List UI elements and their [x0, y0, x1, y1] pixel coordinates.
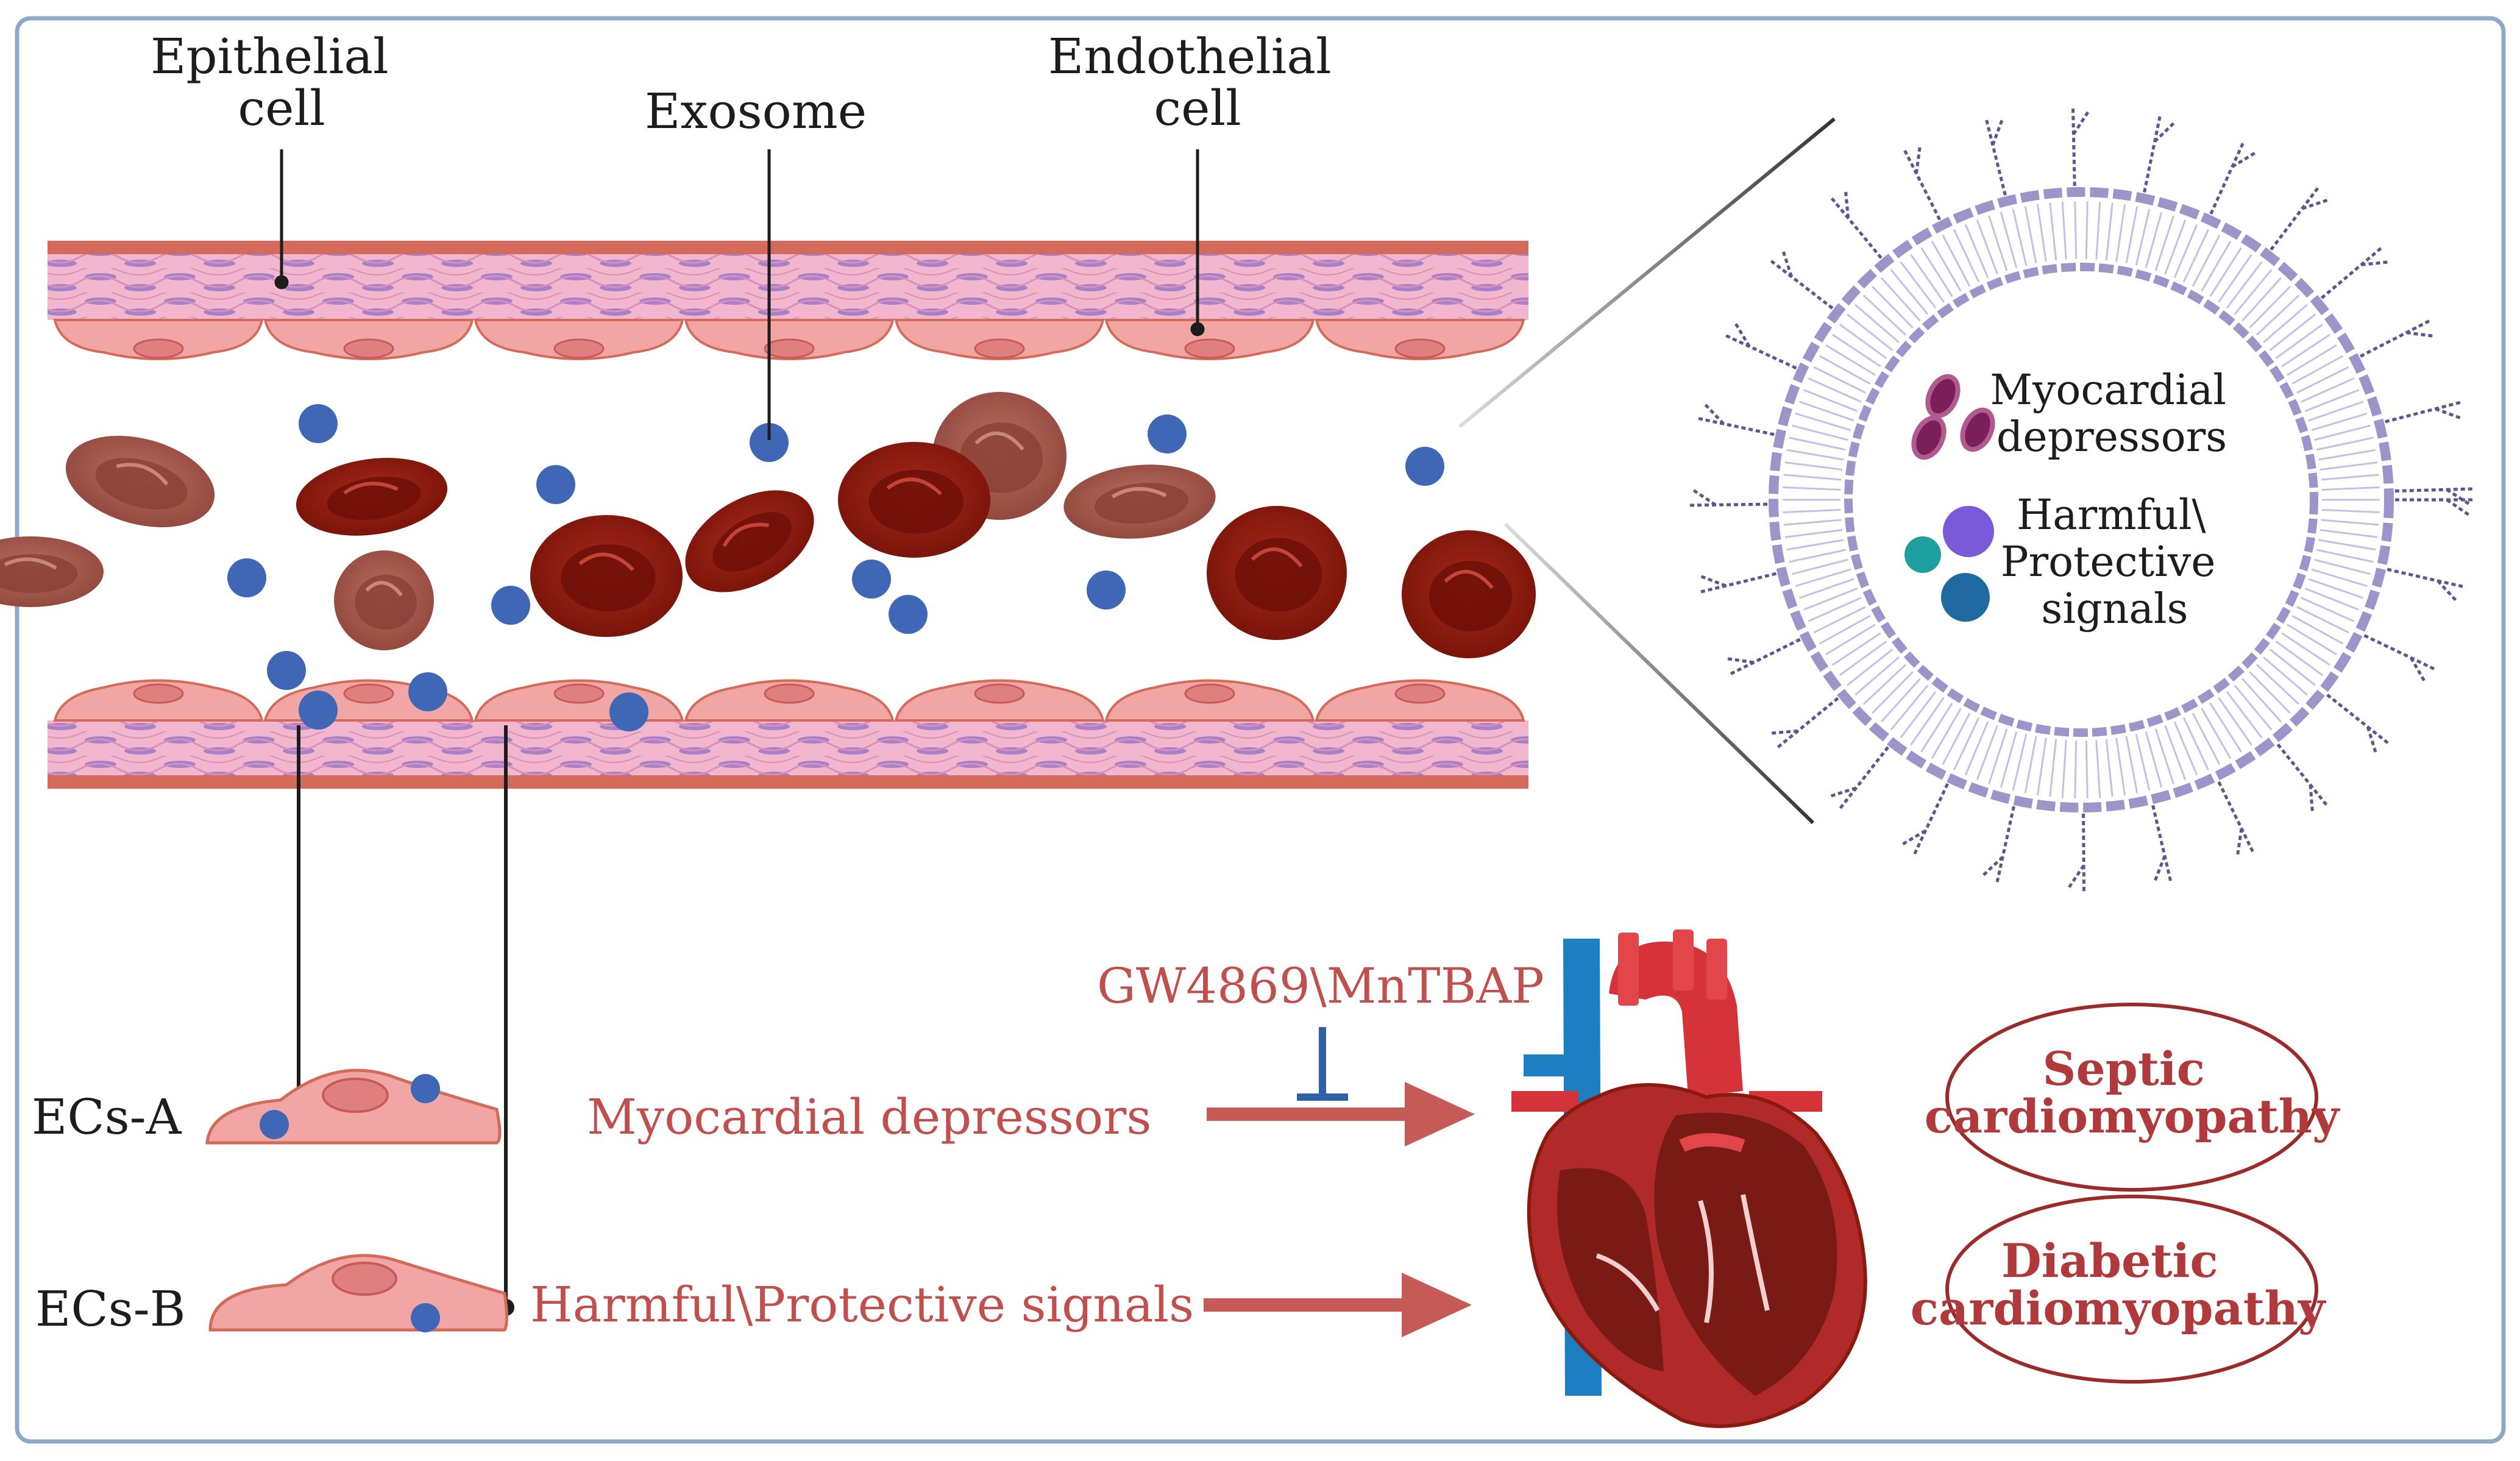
- cell-nucleus: [1184, 683, 1235, 704]
- cell-nucleus: [1394, 338, 1446, 359]
- exosome-icon: [750, 423, 789, 462]
- exosome-icon: [227, 558, 266, 597]
- arrow-icon: [1204, 1273, 1472, 1337]
- cell-nucleus: [764, 338, 815, 359]
- red-blood-cell-icon: [334, 550, 434, 650]
- cell-nucleus: [974, 338, 1025, 359]
- red-blood-cell-icon: [1063, 464, 1216, 539]
- inset-label-myocardial-depressors: Myocardial depressors: [1990, 366, 2239, 461]
- exosome-icon: [1405, 447, 1444, 486]
- red-blood-cell-icon: [1207, 506, 1347, 640]
- label-epithelial-cell: Epithelial cell: [151, 28, 404, 137]
- cell-nucleus: [343, 683, 394, 704]
- exosome-icon: [609, 692, 648, 731]
- endothelium-top: [53, 319, 1525, 360]
- inset-myocardial-depressors-icon: [1911, 374, 1995, 460]
- cell-nucleus: [133, 683, 184, 704]
- label-harmful-protective-signals: Harmful\Protective signals: [530, 1276, 1194, 1333]
- exosome-icon: [491, 586, 530, 625]
- label-inhibitor: GW4869\MnTBAP: [1097, 958, 1544, 1014]
- red-blood-cell-icon: [65, 436, 215, 527]
- outcome-diabetic-cardiomyopathy: Diabetic cardiomyopathy: [1911, 1195, 2326, 1384]
- vessel-top-wall: [48, 254, 1528, 320]
- red-blood-cell-icon: [1402, 530, 1536, 658]
- label-ecs-b: ECs-B: [35, 1281, 185, 1337]
- red-blood-cell-icon: [0, 536, 104, 607]
- inhibit-icon: [1297, 1027, 1348, 1101]
- cell-nucleus: [343, 338, 394, 359]
- inset-signals-icon: [1904, 506, 1994, 622]
- cell-nucleus: [1394, 683, 1446, 704]
- svg-text:Septic cardiomyopathy: Septic cardiomyopathy: [1925, 1042, 2340, 1143]
- label-exosome: Exosome: [645, 83, 867, 140]
- exosome-icon: [889, 595, 928, 634]
- cell-nucleus: [553, 338, 605, 359]
- cell-nucleus: [553, 683, 605, 704]
- red-blood-cell-icon: [838, 442, 990, 558]
- vessel-bottom-edge: [48, 775, 1528, 789]
- endothelial-cell-icon: [205, 1068, 502, 1145]
- vessel-top-edge: [48, 241, 1528, 254]
- label-myocardial-depressors: Myocardial depressors: [587, 1089, 1151, 1145]
- endothelial-cell-icon: [208, 1254, 508, 1332]
- label-leaders: [274, 149, 1205, 440]
- zoom-lines: [1458, 117, 1836, 825]
- red-blood-cell-icon: [685, 490, 814, 592]
- exosome-icon: [852, 560, 891, 599]
- exosome-icon: [267, 651, 306, 690]
- heart-icon: [1511, 930, 1867, 1428]
- svg-text:Diabetic cardiomyopathy: Diabetic cardiomyopathy: [1911, 1234, 2326, 1335]
- cell-nucleus: [974, 683, 1025, 704]
- arrow-icon: [1207, 1082, 1475, 1146]
- exosome-icon: [299, 691, 338, 730]
- label-ecs-a: ECs-A: [32, 1089, 182, 1145]
- exosome-icon: [1148, 414, 1187, 453]
- cell-nucleus: [133, 338, 184, 359]
- inset-label-harmful-protective: Harmful\ Protective signals: [2001, 491, 2229, 633]
- red-blood-cells: [0, 392, 1536, 658]
- exosome-membrane-icon: [1688, 107, 2474, 894]
- exosome-icon: [536, 465, 575, 504]
- red-blood-cell-icon: [530, 515, 683, 637]
- blood-vessel: [48, 241, 1528, 789]
- red-blood-cell-icon: [296, 458, 448, 536]
- exosome-icon: [408, 672, 447, 711]
- cell-nucleus: [764, 683, 815, 704]
- label-endothelial-cell: Endothelial cell: [1048, 28, 1347, 137]
- exosome-icon: [299, 404, 338, 443]
- cell-nucleus: [1184, 338, 1235, 359]
- exosome-icon: [1087, 571, 1126, 610]
- outcome-septic-cardiomyopathy: Septic cardiomyopathy: [1925, 1003, 2340, 1192]
- exosomes: [227, 404, 1444, 731]
